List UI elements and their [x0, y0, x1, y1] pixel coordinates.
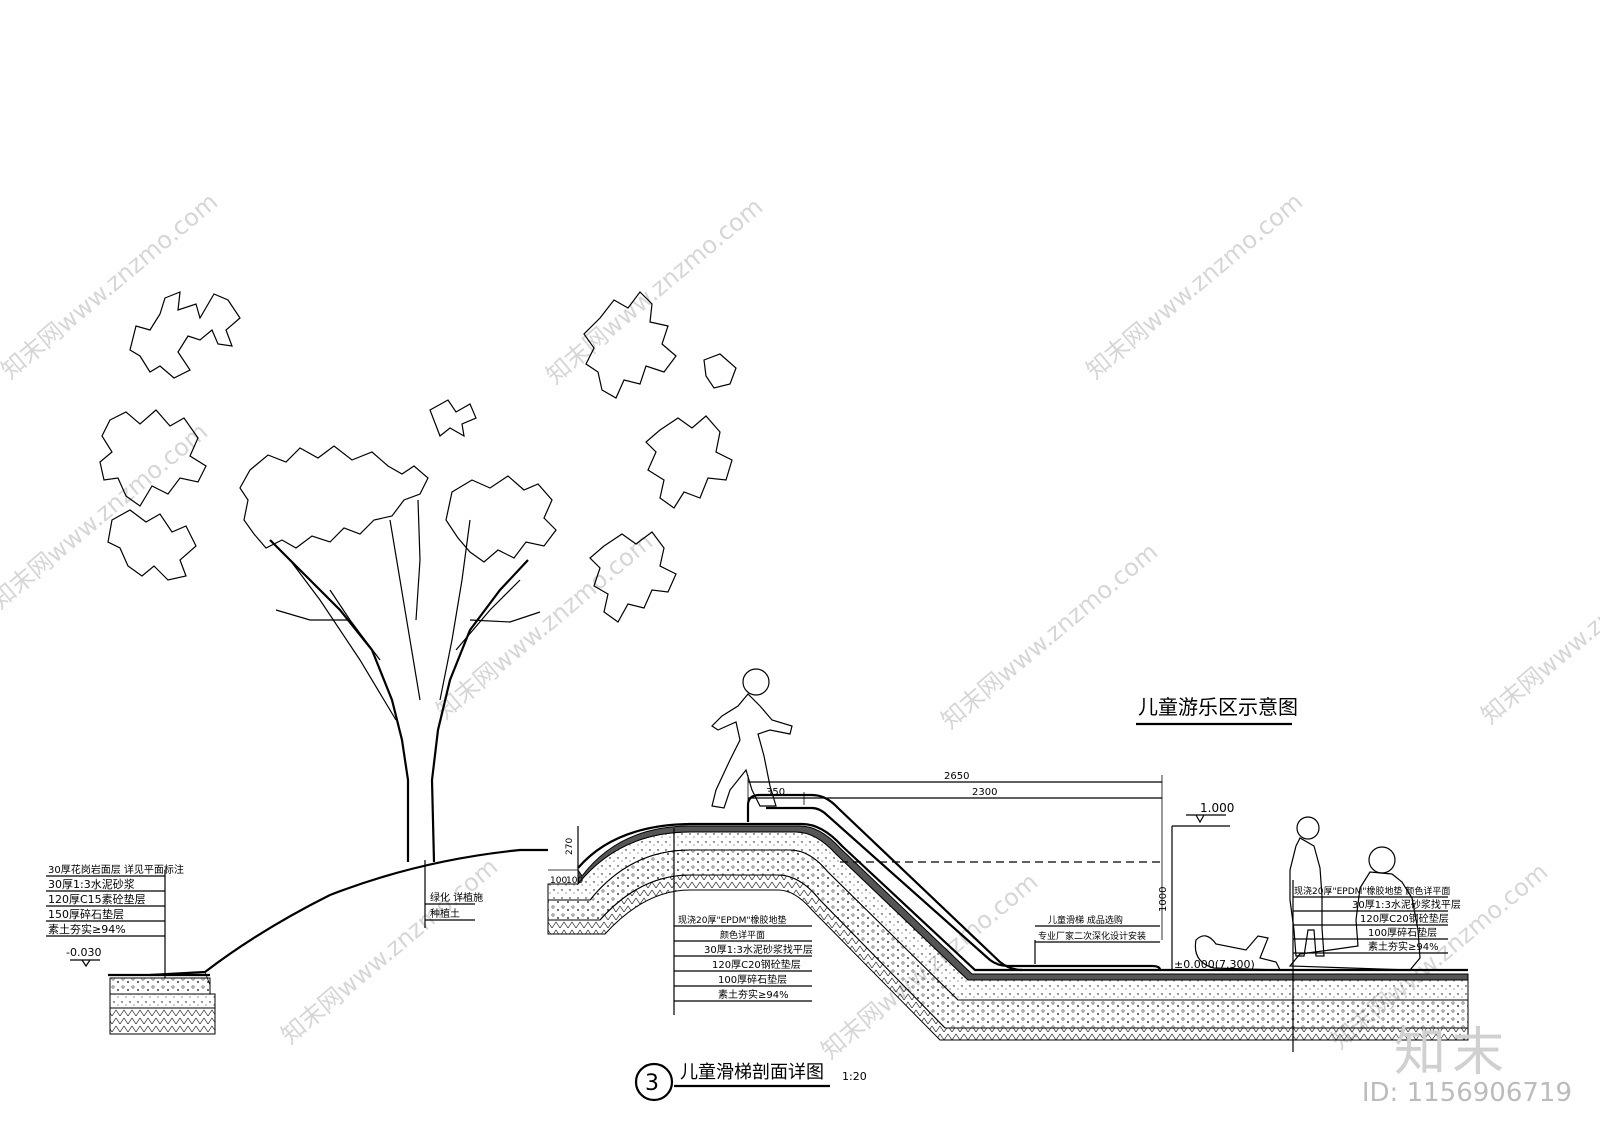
- watermark: 知末网www.znzmo.com: [276, 853, 503, 1050]
- watermark: 知末网www.znzmo.com: [1476, 533, 1600, 730]
- tree-callout-1: 绿化 详植施: [430, 891, 483, 904]
- center-layer-2: 颜色详平面: [720, 929, 765, 941]
- center-callout: 现浇20厚"EPDM"橡胶地垫 颜色详平面 30厚1:3水泥砂浆找平层 120厚…: [673, 828, 813, 1015]
- dimension-step-a: 100: [550, 876, 567, 886]
- adult-sitting: [1288, 846, 1421, 971]
- child-standing: [1289, 816, 1325, 957]
- slide-callout-2: 专业厂家二次深化设计安装: [1038, 930, 1146, 942]
- right-layer-4: 100厚碎石垫层: [1368, 926, 1437, 939]
- dimension-rise: 270: [565, 838, 575, 855]
- watermark: 知末网www.znzmo.com: [936, 538, 1163, 735]
- dimension-slide-length: 2300: [972, 787, 997, 798]
- brand-watermark: 知末: [1393, 1023, 1510, 1083]
- tree-trunk: [269, 499, 541, 863]
- left-layer-3: 120厚C15素砼垫层: [48, 892, 146, 906]
- center-layer-6: 素土夯实≥94%: [718, 988, 789, 1001]
- right-callout: 现浇20厚"EPDM"橡胶地垫 颜色详平面 30厚1:3水泥砂浆找平层 120厚…: [1292, 880, 1461, 1052]
- center-layer-5: 100厚碎石垫层: [718, 973, 787, 986]
- image-id: ID: 1156906719: [1361, 1078, 1572, 1108]
- left-layer-1: 30厚花岗岩面层 详见平面标注: [48, 863, 184, 876]
- play-area-title: 儿童游乐区示意图: [1138, 695, 1298, 719]
- slide-section-title-block: 3 儿童滑梯剖面详图 1:20: [634, 1062, 867, 1102]
- left-layer-4: 150厚碎石垫层: [48, 907, 124, 921]
- watermark: 知末网www.znzmo.com: [0, 418, 213, 615]
- child-running: [711, 668, 793, 809]
- slide-section-scale: 1:20: [842, 1070, 867, 1083]
- dimension-landing: 350: [766, 787, 785, 798]
- watermark: 知末网www.znzmo.com: [1081, 188, 1308, 385]
- center-layer-1: 现浇20厚"EPDM"橡胶地垫: [678, 914, 787, 926]
- dimension-step-b: 100: [566, 876, 583, 886]
- right-layer-5: 素土夯实≥94%: [1368, 940, 1439, 953]
- tree-callout: 绿化 详植施 种植土: [424, 860, 483, 928]
- tree-canopy: [99, 291, 737, 623]
- slide-callout: 儿童滑梯 成品选购 专业厂家二次深化设计安装: [1034, 914, 1160, 964]
- right-layer-1: 现浇20厚"EPDM"橡胶地垫 颜色详平面: [1294, 885, 1450, 897]
- elevation-top: 1.000: [1200, 801, 1234, 815]
- slide-mound-section: [547, 822, 1469, 1041]
- watermark: 知末网www.znzmo.com: [0, 188, 223, 385]
- right-layer-2: 30厚1:3水泥砂浆找平层: [1352, 898, 1461, 911]
- height-dimension: 1.000 1000 ±0.000(7.300): [1158, 801, 1255, 971]
- dimension-height: 1000: [1158, 887, 1169, 912]
- tree-callout-2: 种植土: [430, 907, 460, 920]
- ground-mound: [108, 848, 548, 1035]
- center-layer-4: 120厚C20钢砼垫层: [712, 958, 801, 971]
- child-lying: [1194, 935, 1281, 971]
- right-layer-3: 120厚C20钢砼垫层: [1360, 912, 1449, 925]
- slide-callout-1: 儿童滑梯 成品选购: [1048, 914, 1123, 926]
- slide-dimensions: 2650 350 2300 270 100 100: [550, 771, 1163, 940]
- left-layer-5: 素土夯实≥94%: [48, 922, 126, 936]
- slide-section-title: 儿童滑梯剖面详图: [680, 1062, 824, 1083]
- watermark-layer: 知末网www.znzmo.com 知末网www.znzmo.com 知末网www…: [0, 188, 1600, 1065]
- elevation-base: ±0.000(7.300): [1174, 958, 1255, 971]
- watermark: 知末网www.znzmo.com: [541, 193, 768, 390]
- left-layer-2: 30厚1:3水泥砂浆: [48, 877, 135, 891]
- dimension-overall: 2650: [944, 771, 969, 782]
- center-layer-3: 30厚1:3水泥砂浆找平层: [704, 943, 813, 956]
- play-area-title-block: 儿童游乐区示意图: [1136, 695, 1298, 726]
- detail-number: 3: [645, 1071, 659, 1096]
- left-elevation: -0.030: [66, 946, 101, 959]
- left-callout: 30厚花岗岩面层 详见平面标注 30厚1:3水泥砂浆 120厚C15素砼垫层 1…: [46, 863, 184, 978]
